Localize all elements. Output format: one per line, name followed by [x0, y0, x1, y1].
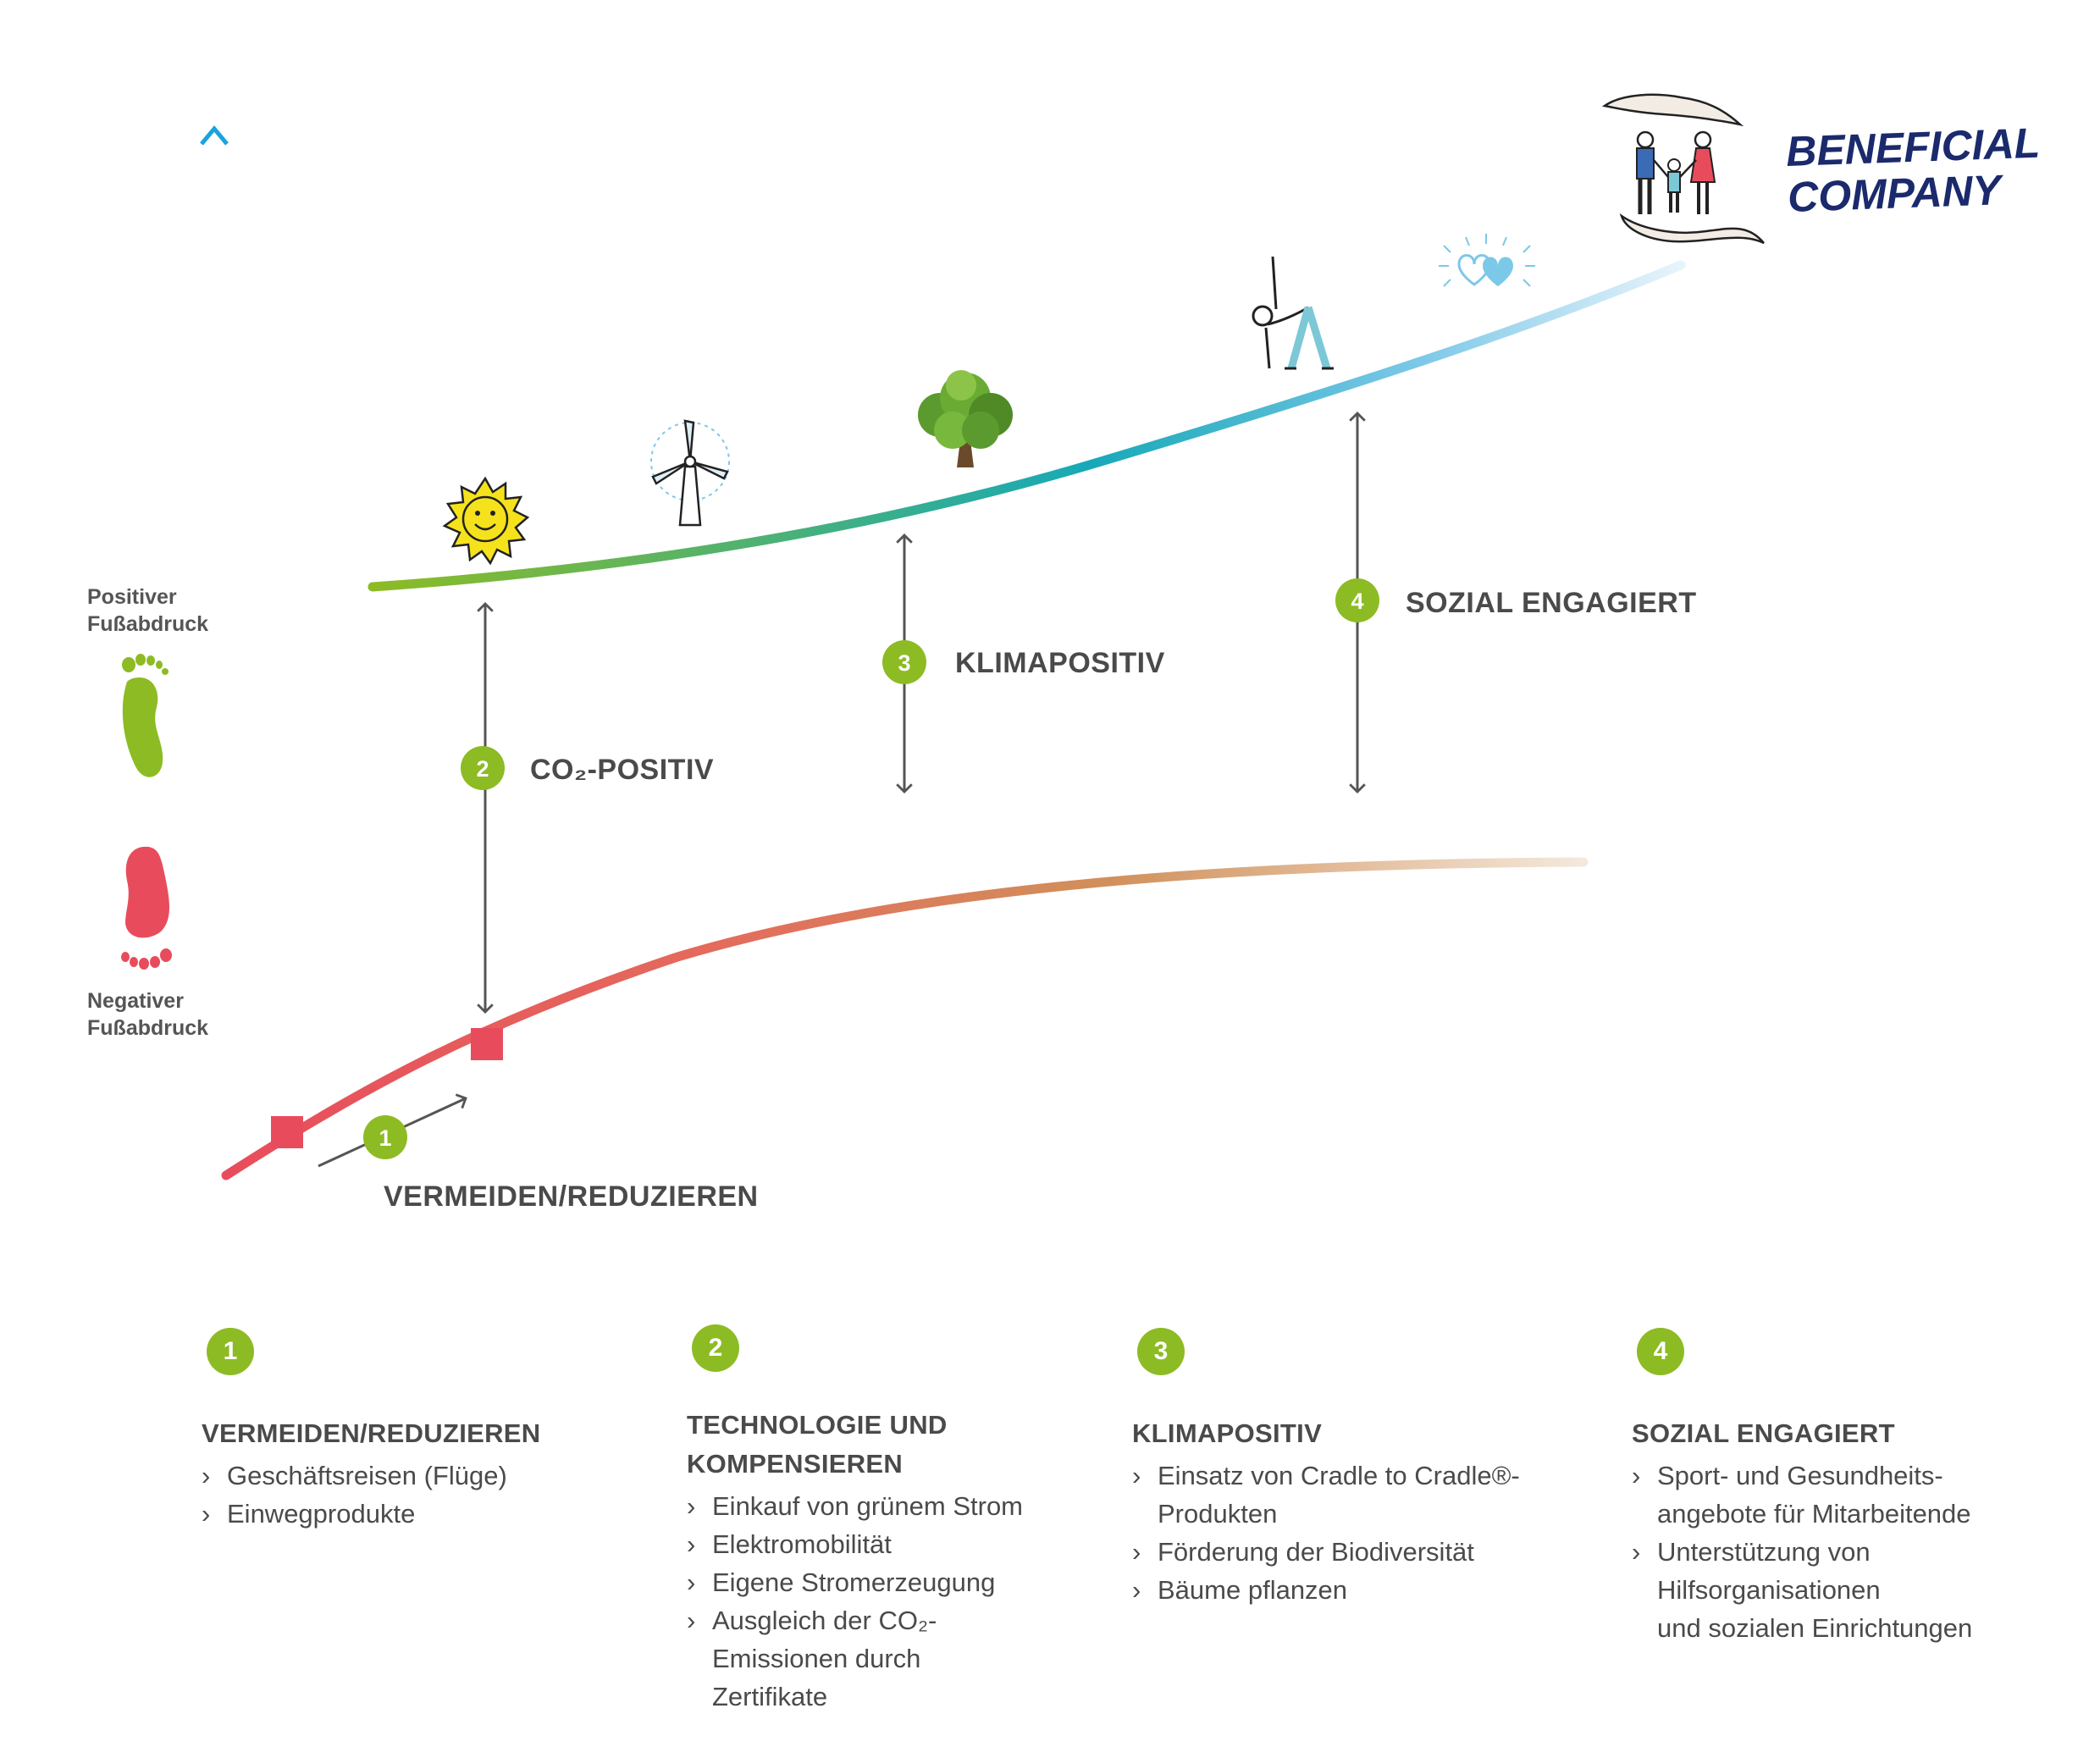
- list-item: Geschäftsreisen (Flüge): [202, 1457, 676, 1495]
- list-item: Unterstützung von Hilfsorganisationen un…: [1632, 1533, 2072, 1647]
- stage-3-badge-number: 3: [898, 650, 910, 676]
- legend-column-1: 1 VERMEIDEN/REDUZIEREN Geschäftsreisen (…: [202, 1328, 676, 1533]
- sun-icon: [442, 476, 530, 566]
- legend-title-1: VERMEIDEN/REDUZIEREN: [202, 1418, 541, 1448]
- negative-footprint-label: Negativer Fußabdruck: [87, 989, 208, 1040]
- legend-column-2: 2 TECHNOLOGIE UND KOMPENSIEREN Einkauf v…: [687, 1324, 1161, 1716]
- stage-4-label: SOZIAL ENGAGIERT: [1406, 587, 1697, 619]
- legend-list-1: Geschäftsreisen (Flüge) Einwegprodukte: [202, 1457, 676, 1533]
- stage-2-badge: [461, 746, 505, 790]
- green-footprint-icon: [122, 654, 169, 777]
- stage-3-label: KLIMAPOSITIV: [955, 647, 1165, 679]
- legend-badge-4: 4: [1637, 1328, 1684, 1375]
- stage-3-badge: [882, 640, 926, 684]
- hearts-icon: [1439, 234, 1535, 287]
- milestone-marker: [271, 1116, 303, 1148]
- list-item: Bäume pflanzen: [1132, 1571, 1606, 1609]
- legend-badge-2: 2: [692, 1324, 739, 1372]
- legend-list-2: Einkauf von grünem Strom Elektromobilitä…: [687, 1487, 1161, 1716]
- list-item: Eigene Stromerzeugung: [687, 1563, 1161, 1601]
- family-in-hands-icon: [1601, 93, 1765, 245]
- stage-1-badge: [363, 1115, 407, 1159]
- legend-list-4: Sport- und Gesundheits- angebote für Mit…: [1632, 1457, 2072, 1647]
- wind-turbine-icon: [650, 419, 730, 527]
- legend-column-4: 4 SOZIAL ENGAGIERT Sport- und Gesundheit…: [1632, 1328, 2072, 1647]
- legend-title-2: TECHNOLOGIE UND KOMPENSIEREN: [687, 1410, 948, 1479]
- yoga-woman-icon: [1252, 256, 1334, 370]
- negative-footprint-curve: [221, 857, 1589, 1180]
- legend-badge-1: 1: [207, 1328, 254, 1375]
- stage-2-label: CO₂-POSITIV: [530, 754, 714, 786]
- stage-2-badge-number: 2: [476, 756, 489, 782]
- stage-4-badge: [1335, 578, 1379, 622]
- list-item: Ausgleich der CO₂- Emissionen durch Zert…: [687, 1601, 1161, 1716]
- list-item: Förderung der Biodiversität: [1132, 1533, 1606, 1571]
- milestone-marker: [471, 1028, 503, 1060]
- tree-icon: [918, 370, 1013, 467]
- list-item: Einsatz von Cradle to Cradle®- Produkten: [1132, 1457, 1606, 1533]
- legend-badge-3: 3: [1137, 1328, 1185, 1375]
- legend-list-3: Einsatz von Cradle to Cradle®- Produkten…: [1132, 1457, 1606, 1609]
- list-item: Einkauf von grünem Strom: [687, 1487, 1161, 1525]
- legend-title-3: KLIMAPOSITIV: [1132, 1418, 1323, 1448]
- red-footprint-icon: [121, 846, 172, 970]
- positive-footprint-label: Positiver Fußabdruck: [87, 585, 208, 636]
- stage-1-badge-number: 1: [379, 1125, 391, 1151]
- list-item: Elektromobilität: [687, 1525, 1161, 1563]
- stage-4-badge-number: 4: [1351, 589, 1363, 614]
- positive-footprint-curve: [368, 260, 1686, 592]
- list-item: Einwegprodukte: [202, 1495, 676, 1533]
- list-item: Sport- und Gesundheits- angebote für Mit…: [1632, 1457, 2072, 1533]
- axis-arrow-icon: [200, 125, 229, 146]
- stage-1-label: VERMEIDEN/REDUZIEREN: [384, 1180, 759, 1213]
- legend-title-4: SOZIAL ENGAGIERT: [1632, 1418, 1895, 1448]
- beneficial-company-title: BENEFICIAL COMPANY: [1785, 119, 2053, 221]
- legend-column-3: 3 KLIMAPOSITIV Einsatz von Cradle to Cra…: [1132, 1328, 1606, 1609]
